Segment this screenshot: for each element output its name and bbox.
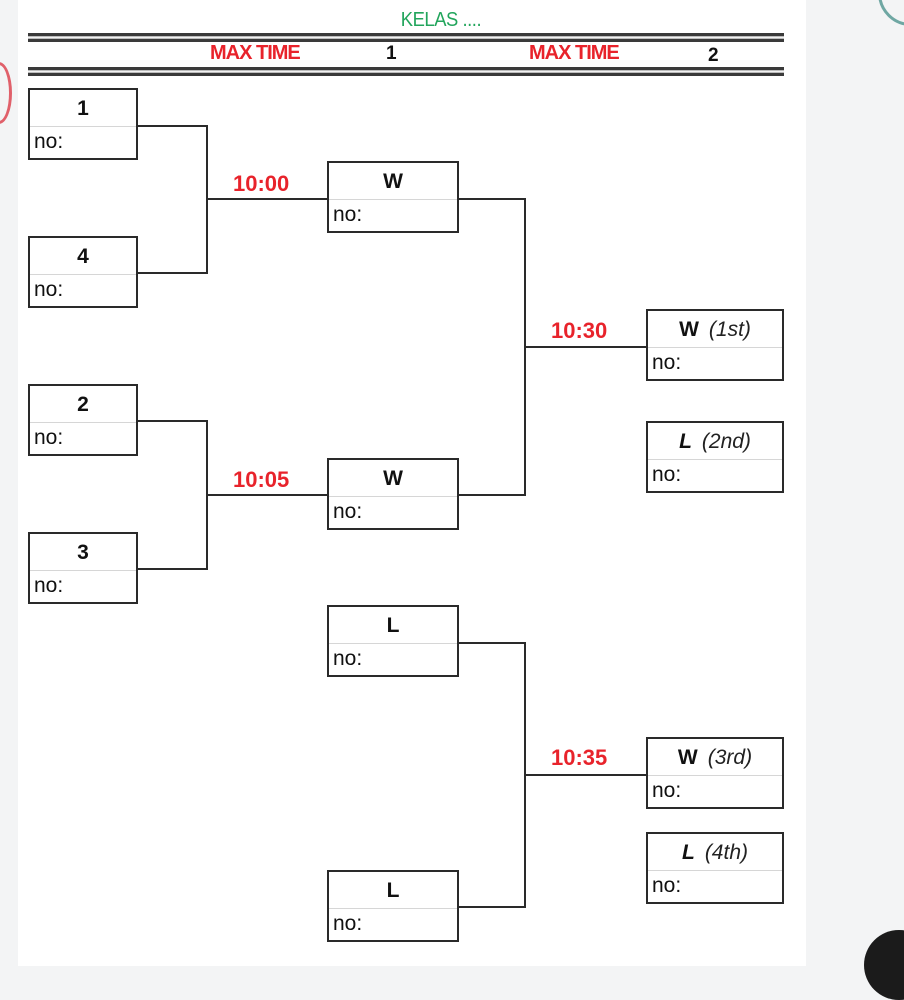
- loser-label: L: [329, 872, 457, 909]
- placement-label: L (2nd): [648, 423, 782, 460]
- edge-decoration: [0, 62, 12, 124]
- connector-line: [138, 420, 208, 422]
- match-time-semifinal-1: 10:00: [233, 171, 290, 196]
- header-bottom-double-line: [28, 67, 784, 76]
- semifinal-winner-box-2[interactable]: W no:: [327, 458, 459, 530]
- place-label: (1st): [708, 318, 751, 341]
- max-time-label-1: MAX TIME: [210, 42, 301, 64]
- placement-box-3rd[interactable]: W (3rd) no:: [646, 737, 784, 809]
- seed-label: 1: [30, 90, 136, 127]
- participant-number-field[interactable]: no:: [333, 647, 363, 670]
- place-label: (2nd): [701, 430, 751, 453]
- semifinal-loser-box-2[interactable]: L no:: [327, 870, 459, 942]
- participant-number-field[interactable]: no:: [34, 574, 64, 597]
- participant-number-field[interactable]: no:: [333, 500, 363, 523]
- max-time-value-1: 1: [386, 43, 397, 64]
- seed-box-1[interactable]: 1 no:: [28, 88, 138, 160]
- winner-label: W: [329, 460, 457, 497]
- participant-number-field[interactable]: no:: [34, 278, 64, 301]
- seed-label: 4: [30, 238, 136, 275]
- max-time-value-2: 2: [708, 45, 719, 66]
- connector-line: [138, 125, 208, 127]
- place-label: (3rd): [707, 746, 753, 769]
- participant-number-field[interactable]: no:: [333, 203, 363, 226]
- participant-number-field[interactable]: no:: [34, 130, 64, 153]
- placement-label: W (1st): [648, 311, 782, 348]
- connector-line: [524, 774, 648, 776]
- placement-box-2nd[interactable]: L (2nd) no:: [646, 421, 784, 493]
- match-time-final: 10:30: [551, 318, 608, 343]
- participant-number-field[interactable]: no:: [34, 426, 64, 449]
- result-label: W: [677, 746, 698, 769]
- placement-label: L (4th): [648, 834, 782, 871]
- seed-box-4[interactable]: 4 no:: [28, 236, 138, 308]
- connector-line: [459, 198, 526, 200]
- class-title: KELAS ....: [400, 9, 482, 31]
- participant-number-field[interactable]: no:: [652, 874, 682, 897]
- place-label: (4th): [704, 841, 748, 864]
- corner-decoration-top: [878, 0, 904, 26]
- result-label: L: [679, 430, 692, 453]
- connector-line: [206, 198, 330, 200]
- result-label: W: [679, 318, 699, 341]
- result-label: L: [681, 841, 695, 864]
- header-top-double-line: [28, 33, 784, 42]
- placement-label: W (3rd): [648, 739, 782, 776]
- participant-number-field[interactable]: no:: [333, 912, 363, 935]
- participant-number-field[interactable]: no:: [652, 463, 682, 486]
- loser-label: L: [329, 607, 457, 644]
- connector-line: [138, 568, 208, 570]
- connector-line: [138, 272, 208, 274]
- seed-box-3[interactable]: 3 no:: [28, 532, 138, 604]
- connector-line: [459, 906, 526, 908]
- connector-line: [206, 494, 330, 496]
- semifinal-winner-box-1[interactable]: W no:: [327, 161, 459, 233]
- connector-line: [459, 642, 526, 644]
- placement-box-4th[interactable]: L (4th) no:: [646, 832, 784, 904]
- seed-label: 3: [30, 534, 136, 571]
- match-time-semifinal-2: 10:05: [233, 467, 290, 492]
- connector-line: [524, 346, 648, 348]
- winner-label: W: [329, 163, 457, 200]
- seed-box-2[interactable]: 2 no:: [28, 384, 138, 456]
- semifinal-loser-box-1[interactable]: L no:: [327, 605, 459, 677]
- participant-number-field[interactable]: no:: [652, 351, 682, 374]
- corner-decoration-bottom: [864, 930, 904, 1000]
- max-time-label-2: MAX TIME: [529, 42, 620, 64]
- match-time-third-place: 10:35: [551, 745, 608, 770]
- connector-line: [459, 494, 526, 496]
- participant-number-field[interactable]: no:: [652, 779, 682, 802]
- seed-label: 2: [30, 386, 136, 423]
- placement-box-1st[interactable]: W (1st) no:: [646, 309, 784, 381]
